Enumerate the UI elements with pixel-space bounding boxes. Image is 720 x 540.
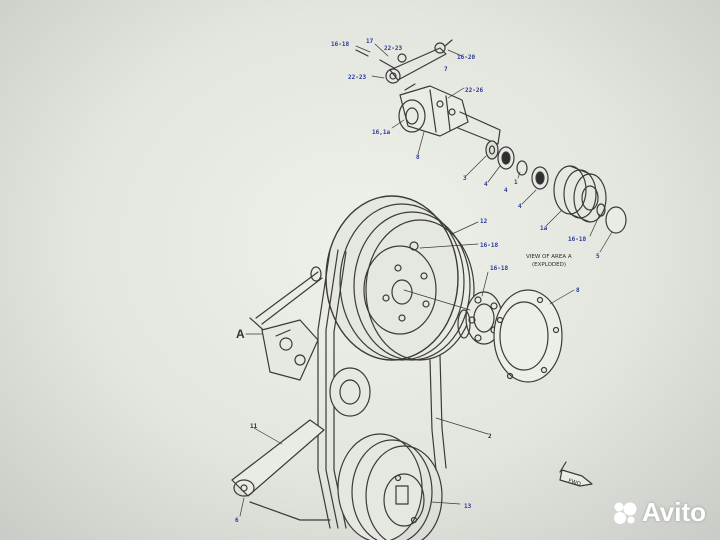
forward-arrow-label: FWD — [567, 478, 581, 488]
avito-logo-icon — [613, 502, 637, 524]
small-idler-pulley — [553, 165, 627, 234]
callout-4-b: 4 — [518, 203, 522, 210]
callout-16-18-top: 16-18 — [331, 41, 349, 48]
view-note-line2: (EXPLODED) — [532, 262, 566, 268]
view-note-line1: VIEW OF AREA A — [526, 254, 572, 260]
callout-1: 1 — [514, 179, 518, 186]
callout-area-a: A — [236, 327, 245, 341]
callout-17: 17 — [366, 38, 374, 45]
lower-crank-pulley — [337, 433, 443, 540]
callout-4-a: 4 — [484, 181, 488, 188]
avito-wordmark: Avito — [641, 497, 706, 527]
tensioner-arm-assembly — [355, 39, 453, 84]
tension-rod-and-bracket — [249, 266, 371, 417]
callout-16-18-hub: 16-18 — [490, 265, 508, 272]
callout-22-26: 22-26 — [465, 87, 483, 94]
callout-11: 11 — [250, 423, 258, 430]
avito-watermark: Avito — [612, 497, 706, 528]
forward-arrow — [559, 461, 593, 487]
callout-8-top: 8 — [416, 154, 420, 161]
callout-16-18-mid: 16-18 — [480, 242, 498, 249]
callout-labels: 16-18 17 22-23 16-20 22-23 7 22-26 16,1a… — [235, 38, 600, 524]
callout-16-18-right: 16-18 — [568, 236, 586, 243]
flywheel-plate — [493, 289, 563, 383]
callout-7: 7 — [444, 66, 448, 73]
callout-2: 2 — [488, 433, 492, 440]
callout-1a: 1a — [540, 225, 548, 232]
callout-22-23-a: 22-23 — [384, 45, 402, 52]
callout-16-1a: 16,1a — [372, 129, 390, 136]
callout-6: 6 — [235, 517, 239, 524]
callout-22-23-b: 22-23 — [348, 74, 366, 81]
bearing-and-spacer-stack — [485, 140, 549, 190]
callout-3: 3 — [463, 175, 467, 182]
idler-hub-housing — [398, 83, 501, 145]
lower-link-arm — [231, 419, 331, 521]
drive-hub-adapter — [457, 291, 503, 345]
callout-12: 12 — [480, 218, 488, 225]
callout-4-c: 4 — [504, 187, 508, 194]
large-pulley-with-belts — [317, 195, 475, 529]
callout-16-20: 16-20 — [457, 54, 475, 61]
callout-13: 13 — [464, 503, 472, 510]
callout-5: 5 — [596, 253, 600, 260]
leader-lines — [239, 43, 613, 517]
callout-8-flywheel: 8 — [576, 287, 580, 294]
